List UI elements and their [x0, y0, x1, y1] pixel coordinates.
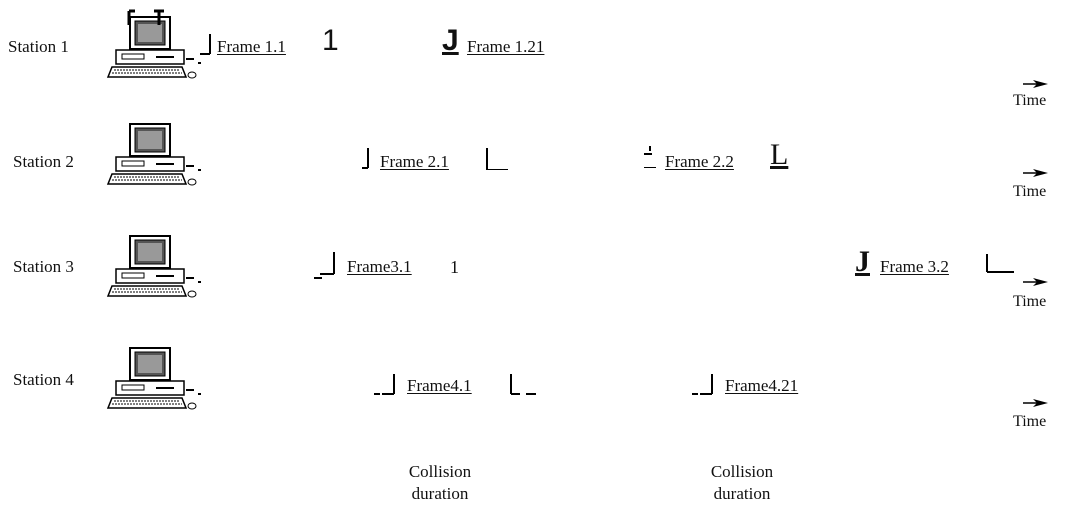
- frame-start-mark: [644, 146, 656, 168]
- station-label: Station 1: [8, 37, 69, 56]
- time-axis-label: Time: [1013, 293, 1047, 310]
- computer-icon: [104, 233, 208, 299]
- computer-icon: [104, 121, 208, 187]
- frame-start-mark: [692, 374, 713, 395]
- collision-label-line: duration: [713, 483, 771, 503]
- frame-start-glyph: J: [442, 24, 459, 57]
- collision-duration-label: Collision duration: [392, 461, 488, 505]
- time-axis-label: Time: [1013, 413, 1047, 430]
- collision-label-line: duration: [411, 483, 469, 503]
- frame-label: Frame 2.2: [665, 152, 734, 171]
- frame-end-mark: [510, 374, 536, 395]
- time-axis-label: Time: [1013, 183, 1047, 200]
- frame-end-glyph: 1: [450, 257, 459, 277]
- station-label: Station 2: [13, 152, 74, 171]
- frame-end-mark: [486, 148, 508, 170]
- frame-label: Frame 3.2: [880, 257, 949, 276]
- frame-start-mark: [200, 34, 211, 55]
- collision-start-mark: [127, 9, 164, 25]
- frame-end-glyph: L: [770, 138, 789, 171]
- arrow-right-icon: [1023, 79, 1049, 89]
- arrow-right-icon: [1023, 277, 1049, 287]
- arrow-right-icon: [1023, 168, 1049, 178]
- collision-label-line: Collision: [408, 462, 472, 481]
- frame-start-mark: [374, 374, 395, 395]
- collision-label-line: Collision: [710, 462, 774, 481]
- frame-label: Frame3.1: [347, 257, 412, 276]
- station-label: Station 3: [13, 257, 74, 276]
- arrow-right-icon: [1023, 398, 1049, 408]
- frame-end-mark: [986, 254, 1014, 273]
- station-label: Station 4: [13, 370, 74, 389]
- computer-icon: [104, 345, 208, 411]
- frame-label: Frame 2.1: [380, 152, 449, 171]
- frame-label: Frame4.21: [725, 376, 799, 395]
- frame-label: Frame4.1: [407, 376, 472, 395]
- frame-start-mark: [314, 252, 335, 279]
- frame-label: Frame 1.21: [467, 37, 545, 56]
- frame-label: Frame 1.1: [217, 37, 286, 56]
- collision-duration-label: Collision duration: [694, 461, 790, 505]
- time-axis-label: Time: [1013, 92, 1047, 109]
- frame-end-glyph: 1: [322, 24, 339, 57]
- frame-start-glyph: J: [855, 245, 870, 278]
- frame-start-mark: [362, 148, 369, 169]
